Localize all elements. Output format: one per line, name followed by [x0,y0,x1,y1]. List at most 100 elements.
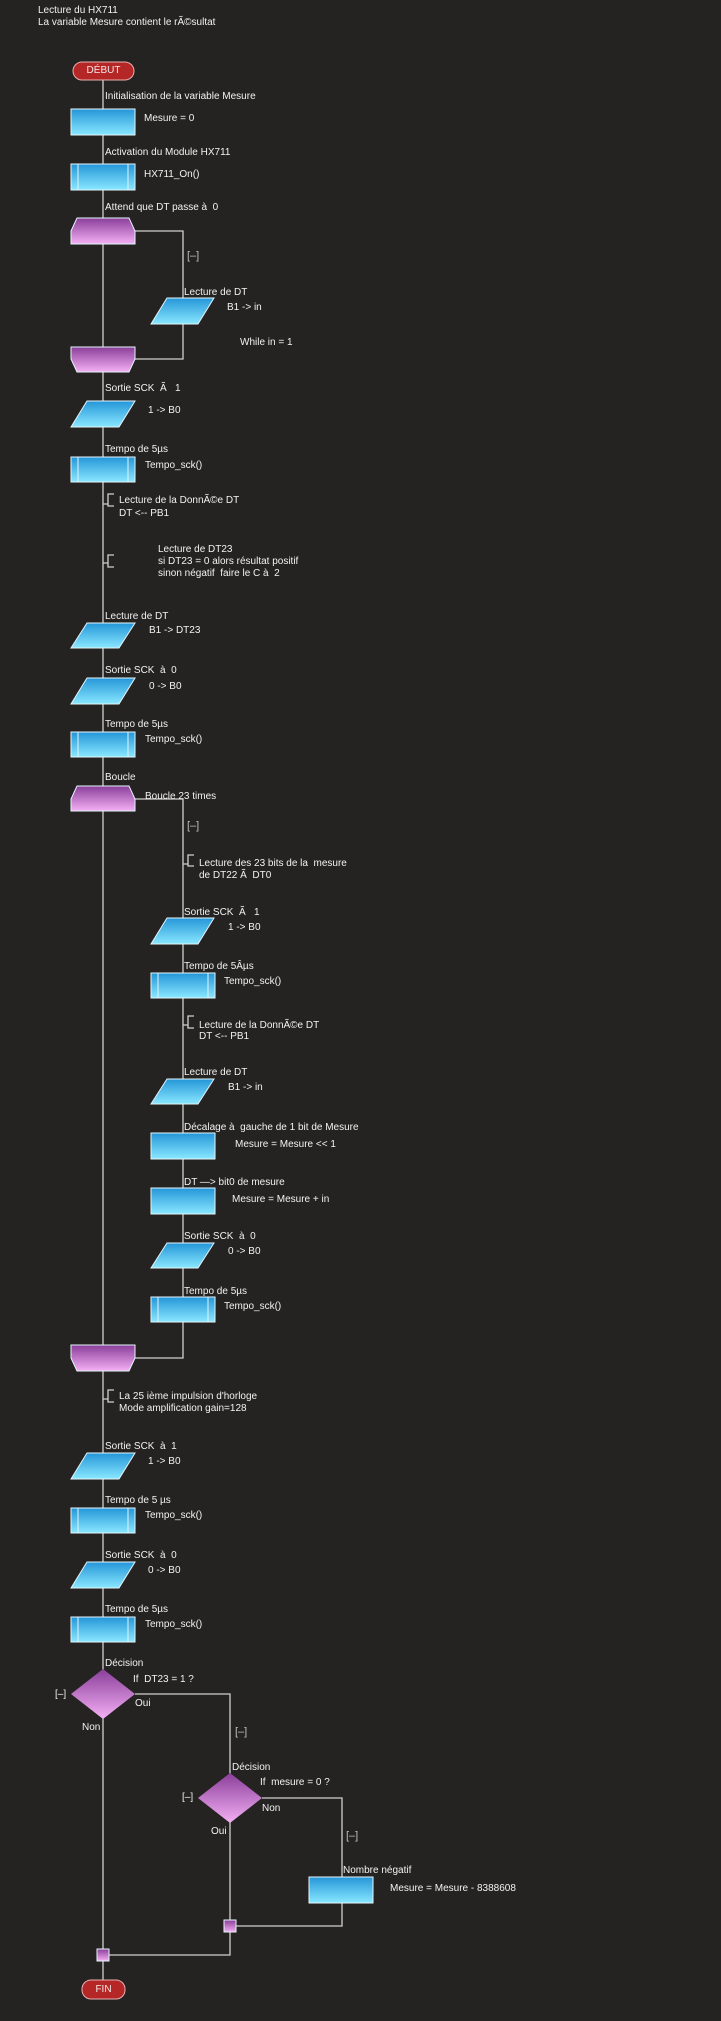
step-code: 1 -> B0 [148,405,181,416]
step-code: Tempo_sck() [145,460,203,471]
subroutine-block[interactable] [70,1507,136,1534]
step-label: Sortie SCK à 0 [105,665,177,676]
step-code: Mesure = Mesure - 8388608 [390,1883,516,1894]
step-label: Sortie SCK à 0 [105,1550,177,1561]
step-label: Lecture de DT [184,1067,248,1078]
loop-condition: Boucle 23 times [145,791,217,802]
process-block[interactable] [70,108,136,136]
step-label: Initialisation de la variable Mesure [105,91,256,102]
process-block[interactable] [150,1132,216,1160]
comment-line: si DT23 = 0 alors résultat positif [158,556,299,567]
step-label: Sortie SCK à 1 [105,1441,177,1452]
loop-condition: While in = 1 [240,337,293,348]
step-label: DT —> bit0 de mesure [184,1177,285,1188]
end-label: FIN [95,1984,112,1995]
step-label: Tempo de 5Âµs [184,961,254,972]
step-label: Nombre négatif [343,1865,412,1876]
step-code: 0 -> B0 [148,1565,181,1576]
end-terminal[interactable] [81,1979,126,2000]
step-label: Sortie SCK Ã 1 [105,383,181,394]
output-block[interactable] [70,1561,136,1589]
output-block[interactable] [70,1452,136,1480]
step-label: Décalage à gauche de 1 bit de Mesure [184,1122,359,1133]
step-code: HX711_On() [144,169,200,180]
comment-line: DT <-- PB1 [119,508,170,519]
output-block[interactable] [70,400,136,428]
step-label: Tempo de 5µs [105,444,169,455]
decision-no-label: Non [262,1803,281,1814]
loop-end-block[interactable] [70,1344,136,1372]
comment-line: de DT22 Ã DT0 [199,870,272,881]
output-block[interactable] [150,917,215,945]
subroutine-block[interactable] [70,731,136,758]
input-block[interactable] [70,622,136,649]
step-code: 1 -> B0 [148,1456,181,1467]
step-label: Lecture de DT [184,287,248,298]
step-label: Tempo de 5µs [105,719,169,730]
junction-point[interactable] [223,1919,237,1933]
loop-label: Boucle [105,772,136,783]
loop-label: Attend que DT passe à 0 [105,202,219,213]
collapse-toggle[interactable]: [–] [187,250,200,262]
decision-condition: If DT23 = 1 ? [133,1674,194,1685]
step-label: Activation du Module HX711 [105,147,231,158]
comment-line: Lecture de la DonnÃ©e DT [199,1020,320,1031]
step-label: Tempo de 5µs [184,1286,248,1297]
step-label: Sortie SCK à 0 [184,1231,256,1242]
decision-condition: If mesure = 0 ? [260,1777,330,1788]
decision-yes-label: Oui [135,1698,151,1709]
collapse-toggle[interactable]: [–] [182,1792,194,1803]
comment-line: Lecture des 23 bits de la mesure [199,858,347,869]
step-label: Tempo de 5µs [105,1604,169,1615]
decision-label: Décision [105,1658,144,1669]
chart-title: Lecture du HX711 [38,5,118,16]
step-code: Tempo_sck() [224,976,282,987]
step-code: B1 -> in [227,302,262,313]
chart-subtitle: La variable Mesure contient le rÃ©sultat [38,17,216,28]
step-code: 1 -> B0 [228,922,261,933]
subroutine-block[interactable] [150,972,216,999]
step-code: Mesure = Mesure + in [232,1194,330,1205]
subroutine-block[interactable] [70,163,136,191]
decision-yes-label: Oui [211,1826,227,1837]
input-block[interactable] [150,297,215,325]
step-code: B1 -> in [228,1082,263,1093]
decision-label: Décision [232,1762,271,1773]
subroutine-block[interactable] [70,1616,136,1643]
process-block[interactable] [150,1187,216,1215]
step-label: Lecture de DT [105,611,169,622]
loop-start-block[interactable] [70,217,136,245]
comment-line: Lecture de la DonnÃ©e DT [119,495,240,506]
decision-diamond[interactable] [198,1773,262,1823]
comment-line: La 25 ième impulsion d'horloge [119,1391,258,1402]
loop-start-block[interactable] [70,785,136,812]
collapse-toggle[interactable]: [–] [187,820,200,832]
step-code: Mesure = Mesure << 1 [235,1139,336,1150]
start-terminal[interactable] [72,61,135,81]
input-block[interactable] [150,1078,215,1105]
subroutine-block[interactable] [70,456,136,483]
output-block[interactable] [70,677,136,705]
decision-no-label: Non [82,1722,101,1733]
step-code: 0 -> B0 [149,681,182,692]
step-code: Tempo_sck() [145,1510,203,1521]
step-code: Tempo_sck() [145,1619,203,1630]
step-code: Mesure = 0 [144,113,195,124]
step-label: Tempo de 5 µs [105,1495,171,1506]
comment-line: DT <-- PB1 [199,1031,250,1042]
collapse-toggle[interactable]: [–] [346,1830,359,1842]
comment-line: Lecture de DT23 [158,544,233,555]
comment-line: sinon négatif faire le C à 2 [158,568,280,579]
start-label: DÉBUT [86,65,121,76]
collapse-toggle[interactable]: [–] [55,1689,67,1700]
step-code: B1 -> DT23 [149,625,201,636]
subroutine-block[interactable] [150,1296,216,1323]
step-label: Sortie SCK Ã 1 [184,907,260,918]
collapse-toggle[interactable]: [–] [235,1726,248,1738]
junction-point[interactable] [96,1948,110,1962]
loop-end-block[interactable] [70,346,136,373]
process-block[interactable] [308,1876,374,1904]
decision-diamond[interactable] [71,1669,135,1719]
output-block[interactable] [150,1242,215,1269]
